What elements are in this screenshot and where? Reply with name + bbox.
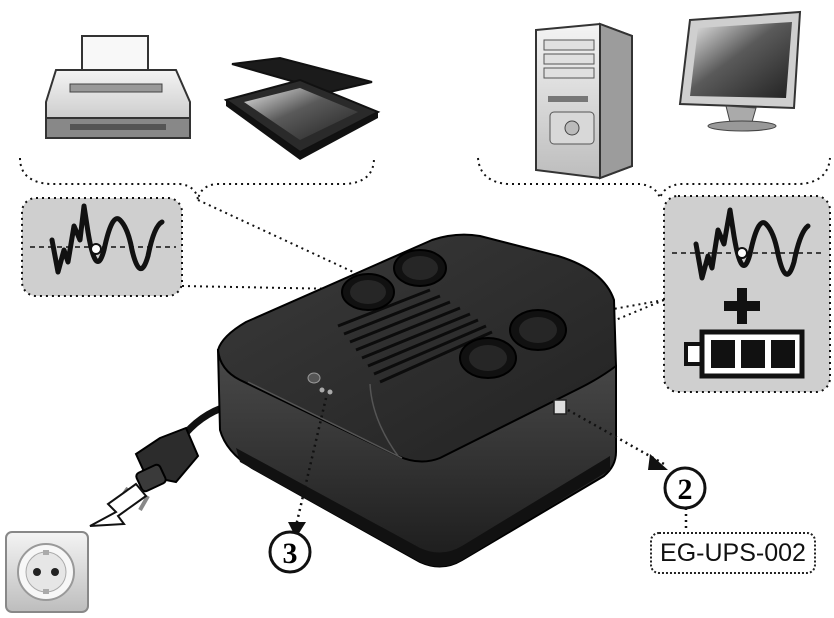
usb-port [553,399,567,415]
left-device-bracket [19,157,375,201]
plug-direction-arrow [89,482,148,527]
indicator-callout-arrowhead [288,522,306,538]
indicator-callout-number: 3 [283,537,298,570]
power-button-and-indicators [307,372,333,395]
surge-only-outlets [341,249,447,311]
plus-icon [724,288,760,324]
pc-tower-icon [535,22,633,180]
indicator-callout-line [294,397,328,527]
printer-icon [45,35,191,139]
port-callout-line [567,408,665,466]
port-callout-arrowhead [648,454,668,470]
ventilation-slots [337,288,493,384]
port-callout: 2 [663,466,707,510]
model-label: EG-UPS-002 [650,532,816,574]
right-device-bracket [477,157,831,202]
surge-and-battery-panel [663,195,831,393]
port-callout-number: 2 [678,473,693,506]
battery-backup-outlets [459,309,567,379]
indicator-callout: 3 [268,530,312,574]
battery-icon [684,329,805,379]
scanner-icon [223,56,381,160]
monitor-icon [678,10,802,132]
surge-protection-panel [21,197,183,297]
ups-unit [216,233,618,568]
wall-socket-icon [5,531,89,613]
